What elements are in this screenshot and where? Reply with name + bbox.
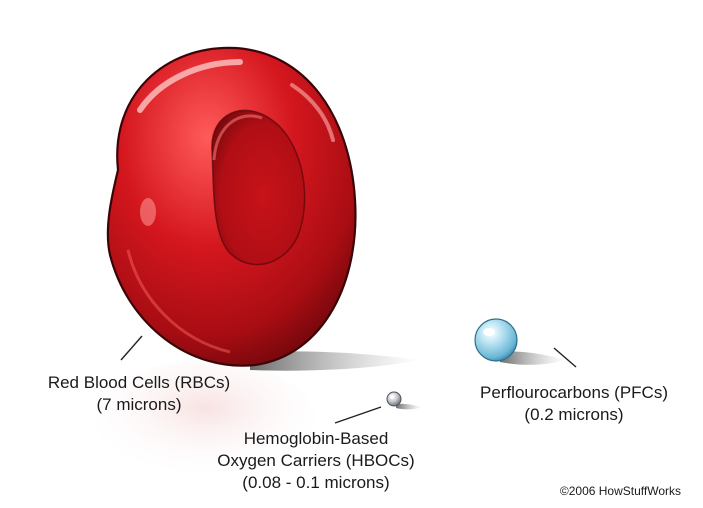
rbc-label: Red Blood Cells (RBCs) (7 microns): [24, 372, 254, 416]
pfc-particle: [474, 318, 518, 362]
hboc-size: (0.08 - 0.1 microns): [242, 473, 390, 492]
hboc-name-line2: Oxygen Carriers (HBOCs): [217, 451, 415, 470]
rbc-leader-line: [120, 335, 143, 361]
copyright-credit: ©2006 HowStuffWorks: [559, 484, 681, 498]
hboc-label: Hemoglobin-Based Oxygen Carriers (HBOCs)…: [196, 428, 436, 494]
hboc-leader-line: [334, 406, 382, 424]
red-blood-cell: [106, 46, 357, 367]
hboc-particle: [386, 391, 402, 407]
rbc-name: Red Blood Cells (RBCs): [47, 373, 231, 392]
pfc-name: Perflourocarbons (PFCs): [479, 383, 668, 402]
rbc-shadow: [250, 351, 420, 371]
pfc-leader-line: [553, 347, 577, 368]
pfc-size: (0.2 microns): [524, 405, 624, 424]
hboc-name-line1: Hemoglobin-Based: [243, 429, 389, 448]
rbc-reflection: [95, 360, 315, 480]
pfc-shadow: [500, 351, 565, 365]
hboc-shadow: [396, 403, 422, 410]
rbc-size: (7 microns): [96, 395, 182, 414]
pfc-label: Perflourocarbons (PFCs) (0.2 microns): [450, 382, 698, 426]
